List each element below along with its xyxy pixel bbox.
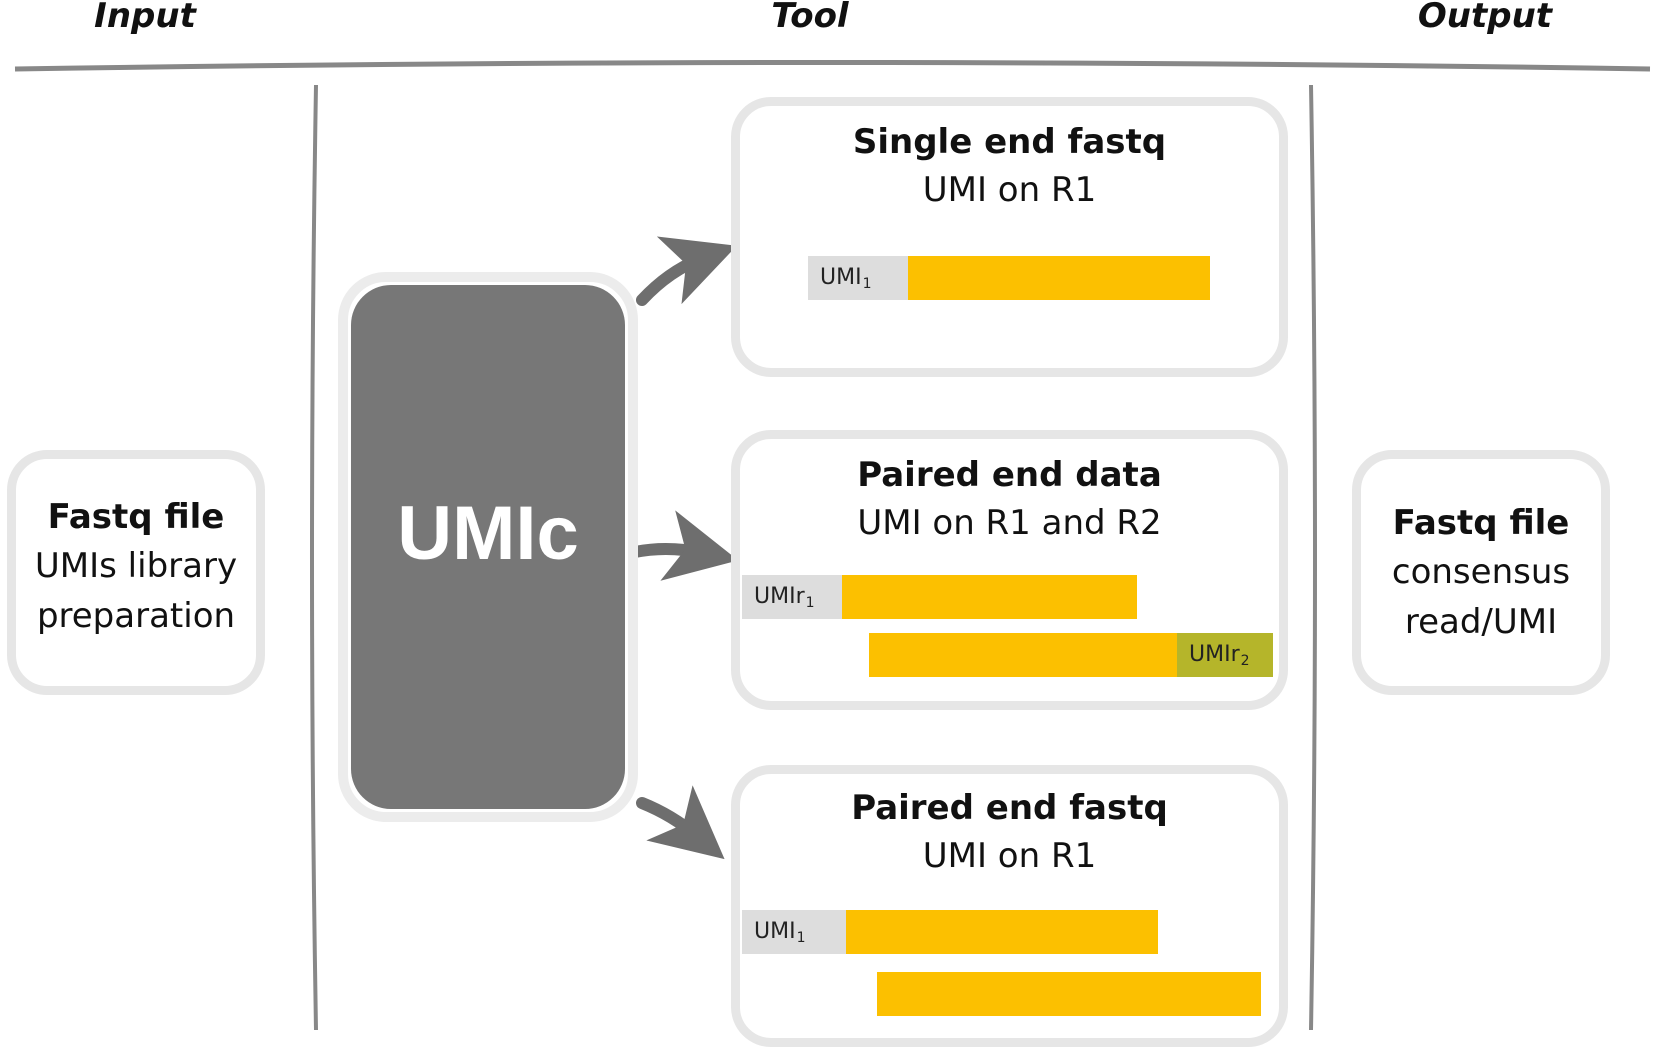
column-divider-right	[1309, 84, 1317, 1031]
paired-data-umi-r1-label: UMIr	[754, 584, 805, 609]
tool-box-frame: UMIc	[338, 272, 638, 822]
paired-data-umi-r2-tag: UMIr2	[1177, 633, 1273, 677]
header-divider	[14, 60, 1651, 72]
paired-data-umi-r2-label: UMIr	[1189, 642, 1240, 667]
output-card-title: Fastq file	[1392, 503, 1570, 543]
paired-data-read1-bar	[842, 575, 1137, 619]
paired-data-title: Paired end data	[857, 455, 1162, 495]
paired-fastq-umi-tag: UMI1	[742, 910, 846, 954]
arrow-to-paired-fastq	[636, 785, 725, 860]
single-end-umi-subscript: 1	[862, 276, 872, 292]
paired-data-umi-r1-tag: UMIr1	[742, 575, 842, 619]
output-card-line-2: read/UMI	[1404, 602, 1558, 642]
input-card: Fastq file UMIs library preparation	[7, 450, 265, 695]
arrow-to-single-end	[636, 236, 737, 306]
paired-data-subtitle: UMI on R1 and R2	[857, 503, 1162, 543]
output-column-header: Output	[1417, 0, 1553, 36]
column-divider-left	[310, 84, 318, 1031]
paired-fastq-umi-label: UMI	[754, 919, 796, 944]
arrow-to-paired-data	[624, 510, 739, 581]
input-card-line-1: UMIs library	[34, 546, 238, 586]
single-end-read-bar	[908, 256, 1210, 300]
single-end-title: Single end fastq	[852, 122, 1167, 162]
paired-fastq-read2-bar	[877, 972, 1261, 1016]
input-card-title: Fastq file	[47, 497, 225, 537]
single-end-umi-label: UMI	[820, 265, 862, 290]
output-card-line-1: consensus	[1391, 552, 1571, 592]
paired-data-read2-bar	[869, 633, 1177, 677]
output-card: Fastq file consensus read/UMI	[1352, 450, 1610, 695]
paired-fastq-subtitle: UMI on R1	[922, 836, 1097, 876]
input-card-line-2: preparation	[36, 596, 236, 636]
paired-data-card: Paired end data UMI on R1 and R2 UMIr1 U…	[731, 430, 1288, 710]
tool-column-header: Tool	[771, 0, 849, 36]
tool-box: UMIc	[351, 285, 625, 809]
paired-data-umi-r1-subscript: 1	[805, 595, 815, 611]
tool-name: UMIc	[397, 491, 579, 576]
paired-fastq-umi-subscript: 1	[796, 930, 806, 946]
single-end-umi-tag: UMI1	[808, 256, 908, 300]
single-end-card: Single end fastq UMI on R1 UMI1	[731, 97, 1288, 377]
paired-data-umi-r2-subscript: 2	[1240, 653, 1250, 669]
paired-fastq-card: Paired end fastq UMI on R1 UMI1	[731, 765, 1288, 1047]
paired-fastq-read1-bar	[846, 910, 1158, 954]
input-column-header: Input	[94, 0, 196, 36]
single-end-subtitle: UMI on R1	[922, 170, 1097, 210]
paired-fastq-title: Paired end fastq	[851, 788, 1168, 828]
